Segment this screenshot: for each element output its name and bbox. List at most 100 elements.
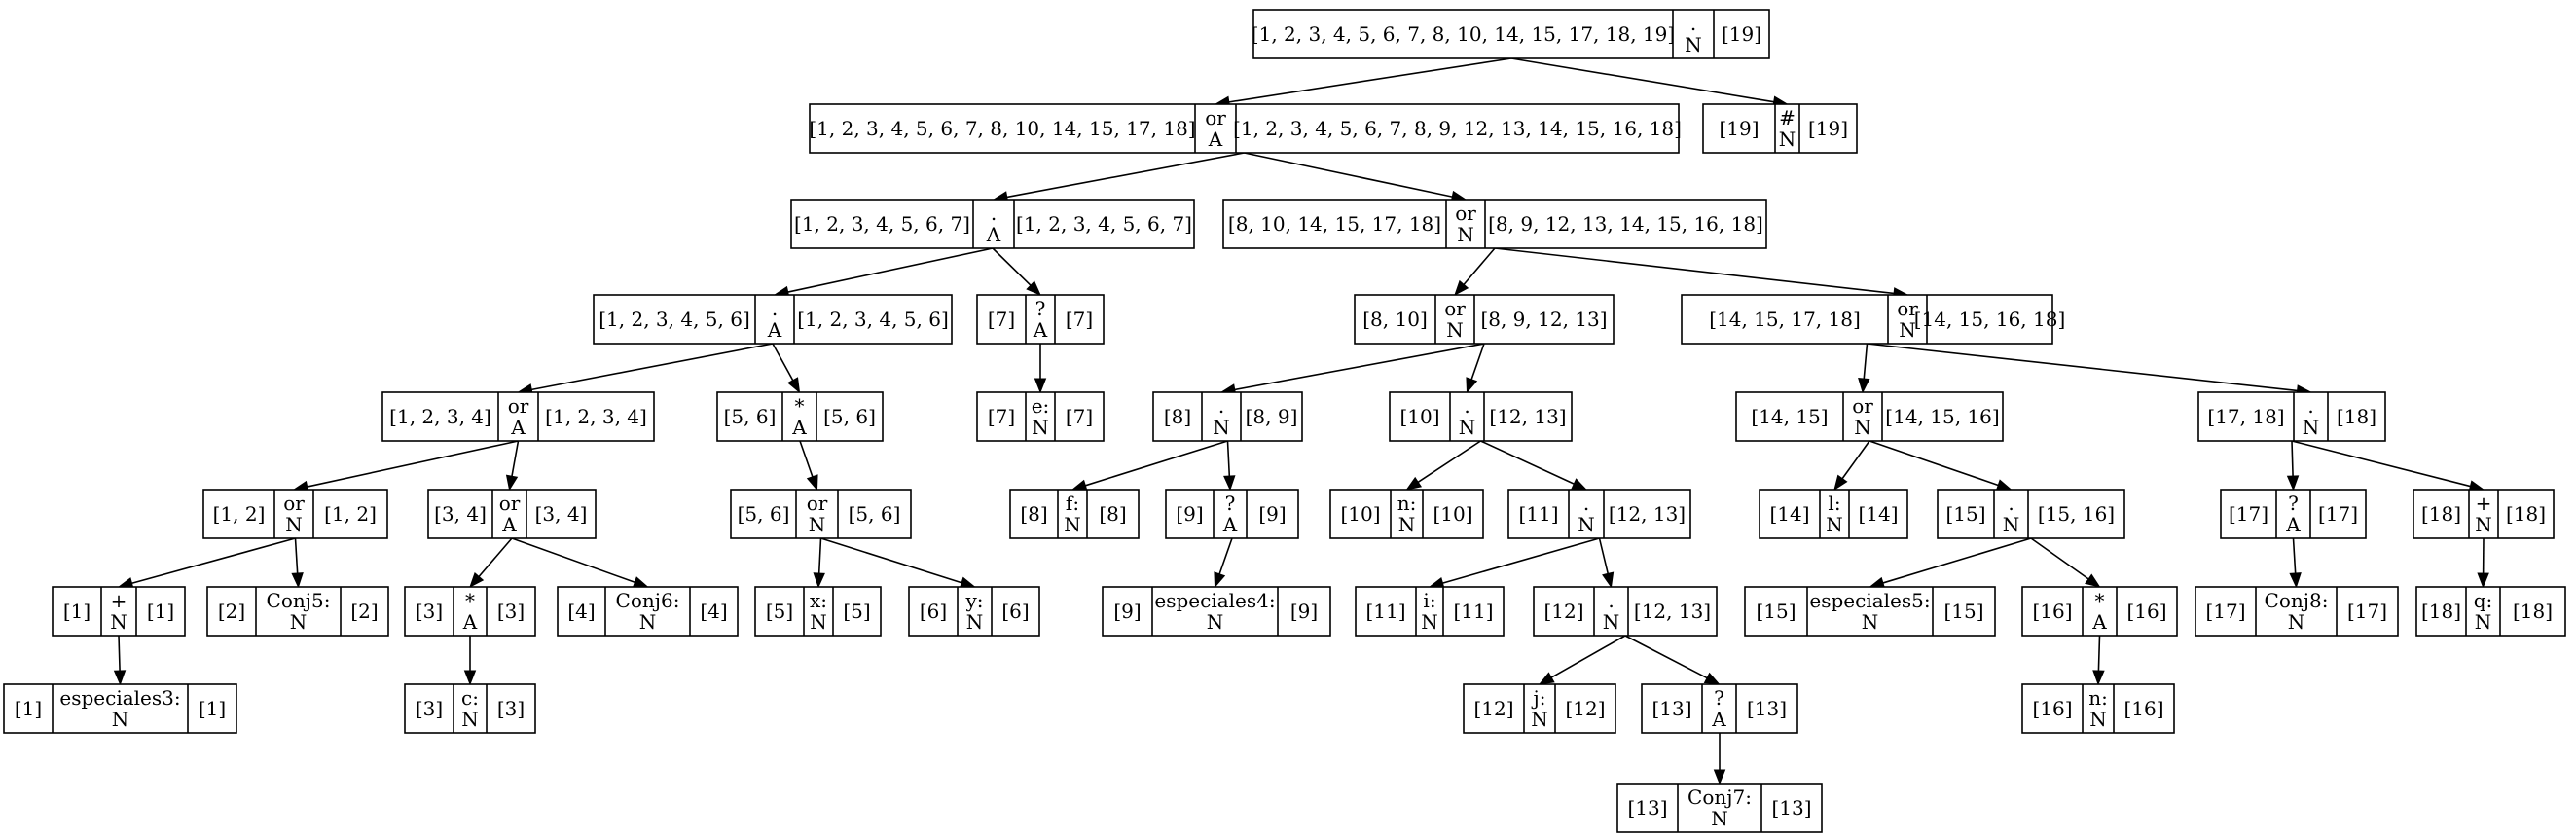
node-first-set: [8]: [1020, 502, 1047, 526]
node-nullable: N: [1862, 610, 1879, 634]
edge-line: [1417, 440, 1481, 483]
edge-line: [787, 247, 994, 293]
node-first-set: [8]: [1164, 405, 1191, 428]
node-box: [1329, 489, 1484, 539]
tree-edge: [1624, 635, 1721, 685]
node-first-set: [1, 2, 3, 4, 5, 6, 7, 8, 10, 14, 15, 17,…: [1252, 22, 1675, 46]
node-nullable: A: [986, 223, 1001, 246]
node-last-set: [7]: [1066, 308, 1093, 331]
tree-node: [3]c:N[3]: [404, 683, 536, 734]
edge-line: [531, 343, 774, 391]
node-symbol: or: [1455, 201, 1476, 225]
node-last-set: [16]: [2126, 600, 2166, 623]
node-last-set: [17]: [2318, 502, 2358, 526]
edge-line: [799, 440, 814, 478]
node-last-set: [19]: [1722, 22, 1761, 46]
edge-line: [1863, 343, 1869, 380]
node-first-set: [5, 6]: [724, 405, 777, 428]
node-last-set: [1, 2, 3, 4]: [545, 405, 647, 428]
node-nullable: N: [2003, 513, 2020, 536]
node-first-set: [1, 2, 3, 4, 5, 6]: [599, 308, 750, 331]
node-symbol: or: [807, 492, 828, 515]
node-last-set: [3]: [497, 697, 525, 720]
node-first-set: [14]: [1769, 502, 1809, 526]
tree-edge: [2030, 537, 2101, 588]
node-symbol: +: [2476, 492, 2492, 515]
tree-node: [4]Conj6:N[4]: [557, 586, 739, 637]
edge-line: [2292, 537, 2297, 574]
node-symbol: .: [2307, 394, 2313, 418]
node-nullable: N: [2475, 513, 2492, 536]
tree-edge: [291, 537, 304, 589]
node-first-set: [5, 6]: [738, 502, 790, 526]
tree-edge: [2291, 440, 2485, 493]
node-symbol: ?: [1225, 492, 1236, 515]
node-last-set: [8, 9]: [1246, 405, 1298, 428]
node-box: [1354, 294, 1615, 345]
node-last-set: [11]: [1453, 600, 1493, 623]
tree-edge: [505, 440, 520, 492]
edge-line: [1226, 440, 1231, 477]
tree-edge: [1869, 440, 2013, 492]
node-box: [1152, 391, 1303, 442]
node-last-set: [13]: [1747, 697, 1787, 720]
edge-line: [2030, 537, 2089, 580]
arrowhead-icon: [787, 377, 801, 394]
arrowhead-icon: [2289, 572, 2302, 589]
node-first-set: [10]: [1340, 502, 1380, 526]
node-box: [1009, 489, 1140, 539]
node-last-set: [19]: [1808, 117, 1848, 140]
edge-line: [1442, 537, 1600, 584]
node-box: [730, 489, 912, 539]
node-first-set: [1]: [15, 697, 42, 720]
node-nullable: N: [1457, 223, 1474, 246]
node-first-set: [1, 2, 3, 4, 5, 6, 7]: [794, 212, 970, 236]
tree-node: [11].N[12, 13]: [1507, 489, 1691, 539]
tree-edge: [820, 537, 976, 589]
edge-line: [1550, 635, 1626, 678]
node-box: [404, 586, 536, 637]
node-last-set: [1]: [199, 697, 226, 720]
tree-edge: [463, 636, 477, 686]
node-first-set: [11]: [1365, 600, 1405, 623]
node-nullable: A: [1208, 128, 1223, 151]
tree-edge: [1214, 57, 1512, 108]
node-box: [206, 586, 389, 637]
node-box: [2413, 489, 2555, 539]
node-box: [427, 489, 597, 539]
tree-node: [1, 2]orN[1, 2]: [202, 489, 388, 539]
node-last-set: [12, 13]: [1634, 600, 1711, 623]
node-nullable: N: [1398, 513, 1416, 536]
node-last-set: [3]: [497, 600, 525, 623]
tree-edge: [799, 440, 818, 492]
node-symbol: Conj7:: [1687, 785, 1752, 809]
node-first-set: [17, 18]: [2207, 405, 2284, 428]
tree-edge: [1598, 537, 1615, 589]
arrowhead-icon: [2286, 475, 2300, 492]
edge-line: [817, 537, 822, 574]
edge-line: [1624, 635, 1708, 679]
node-first-set: [2]: [218, 600, 245, 623]
edge-line: [2291, 440, 2471, 488]
edge-line: [307, 440, 519, 488]
tree-edge: [511, 537, 649, 588]
node-symbol: f:: [1066, 492, 1079, 515]
tree-nodes: [1, 2, 3, 4, 5, 6, 7, 8, 10, 14, 15, 17,…: [3, 9, 2566, 833]
node-box: [381, 391, 655, 442]
node-symbol: .: [772, 297, 778, 320]
tree-edge: [813, 537, 825, 589]
node-last-set: [18]: [2337, 405, 2376, 428]
node-nullable: N: [1531, 708, 1548, 731]
node-last-set: [9]: [1258, 502, 1286, 526]
node-symbol: or: [283, 492, 305, 515]
node-symbol: Conj8:: [2265, 589, 2329, 612]
node-nullable: N: [2475, 610, 2492, 634]
node-box: [2021, 586, 2178, 637]
edge-line: [1228, 57, 1512, 103]
node-last-set: [5, 6]: [849, 502, 901, 526]
node-first-set: [13]: [1627, 796, 1667, 820]
node-nullable: A: [767, 318, 782, 342]
node-last-set: [16]: [2123, 697, 2163, 720]
node-symbol: +: [111, 589, 127, 612]
node-symbol: l:: [1828, 492, 1840, 515]
